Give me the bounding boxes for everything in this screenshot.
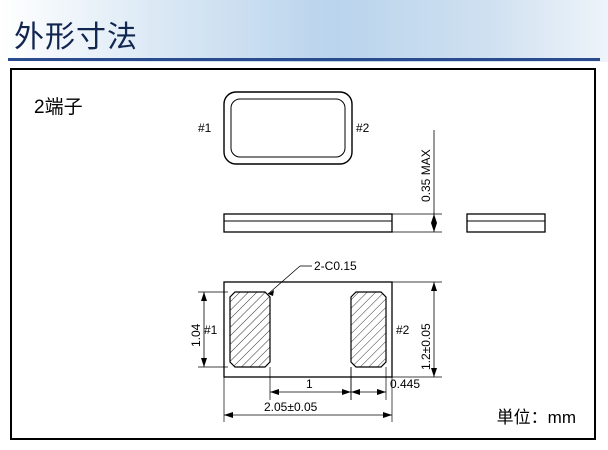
top-view-pin2-label: #2 [356,121,370,135]
body-width-arrow-bottom [431,368,437,377]
chamfer-callout: 2-C0.15 [267,259,357,296]
body-length-arrow-right [383,412,392,418]
top-view-inner-body [230,98,346,158]
pad-width-arrow-right [377,389,386,395]
pad-height-arrow-top [201,292,207,301]
header-underline [8,58,600,61]
dimension-panel: 2端子 単位：mm #1 #2 [10,68,596,440]
bottom-view-pad-1 [229,291,271,368]
bottom-view-pin1-label: #1 [204,323,218,337]
height-arrow-bottom [431,223,437,232]
chamfer-leader-arrow [268,290,274,296]
top-view: #1 #2 [198,91,370,165]
pad-height-dimension: 1.04 [189,291,228,368]
header-band [0,0,608,62]
chamfer-label: 2-C0.15 [314,259,357,273]
pad-height-arrow-bottom [201,358,207,367]
top-view-pin1-label: #1 [198,121,212,135]
side-view [223,213,546,233]
body-width-arrow-top [431,282,437,291]
pad-width-arrow-left [351,389,360,395]
unit-label: 単位：mm [496,408,576,427]
pad-width-label: 0.445 [390,377,420,391]
body-length-arrow-left [224,412,233,418]
pad-pitch-arrow-left [270,389,279,395]
package-outline-drawing: #1 #2 0.35 MAX [189,91,546,422]
height-dimension: 0.35 MAX [392,130,442,233]
panel-label: 2端子 [34,97,83,118]
bottom-view-pin2-label: #2 [396,323,410,337]
body-width-label: 1.2±0.05 [419,323,433,370]
body-length-dimension: 2.05±0.05 [223,377,393,422]
height-arrow-top [431,214,437,223]
page-title: 外形寸法 [14,21,138,54]
chamfer-leader-line [267,265,301,295]
pad-pitch-label: 1 [306,377,313,391]
pad-height-label: 1.04 [189,323,203,347]
body-width-dimension: 1.2±0.05 [392,281,442,378]
pad-pitch-arrow-right [342,389,351,395]
body-length-label: 2.05±0.05 [264,400,318,414]
pad-width-dimension: 0.445 [350,367,420,400]
side-view-end-body [466,213,546,233]
bottom-view-pad-2 [350,291,387,368]
bottom-view: #1 #2 [204,281,410,378]
height-dim-label: 0.35 MAX [419,149,433,202]
side-view-body [223,213,393,233]
